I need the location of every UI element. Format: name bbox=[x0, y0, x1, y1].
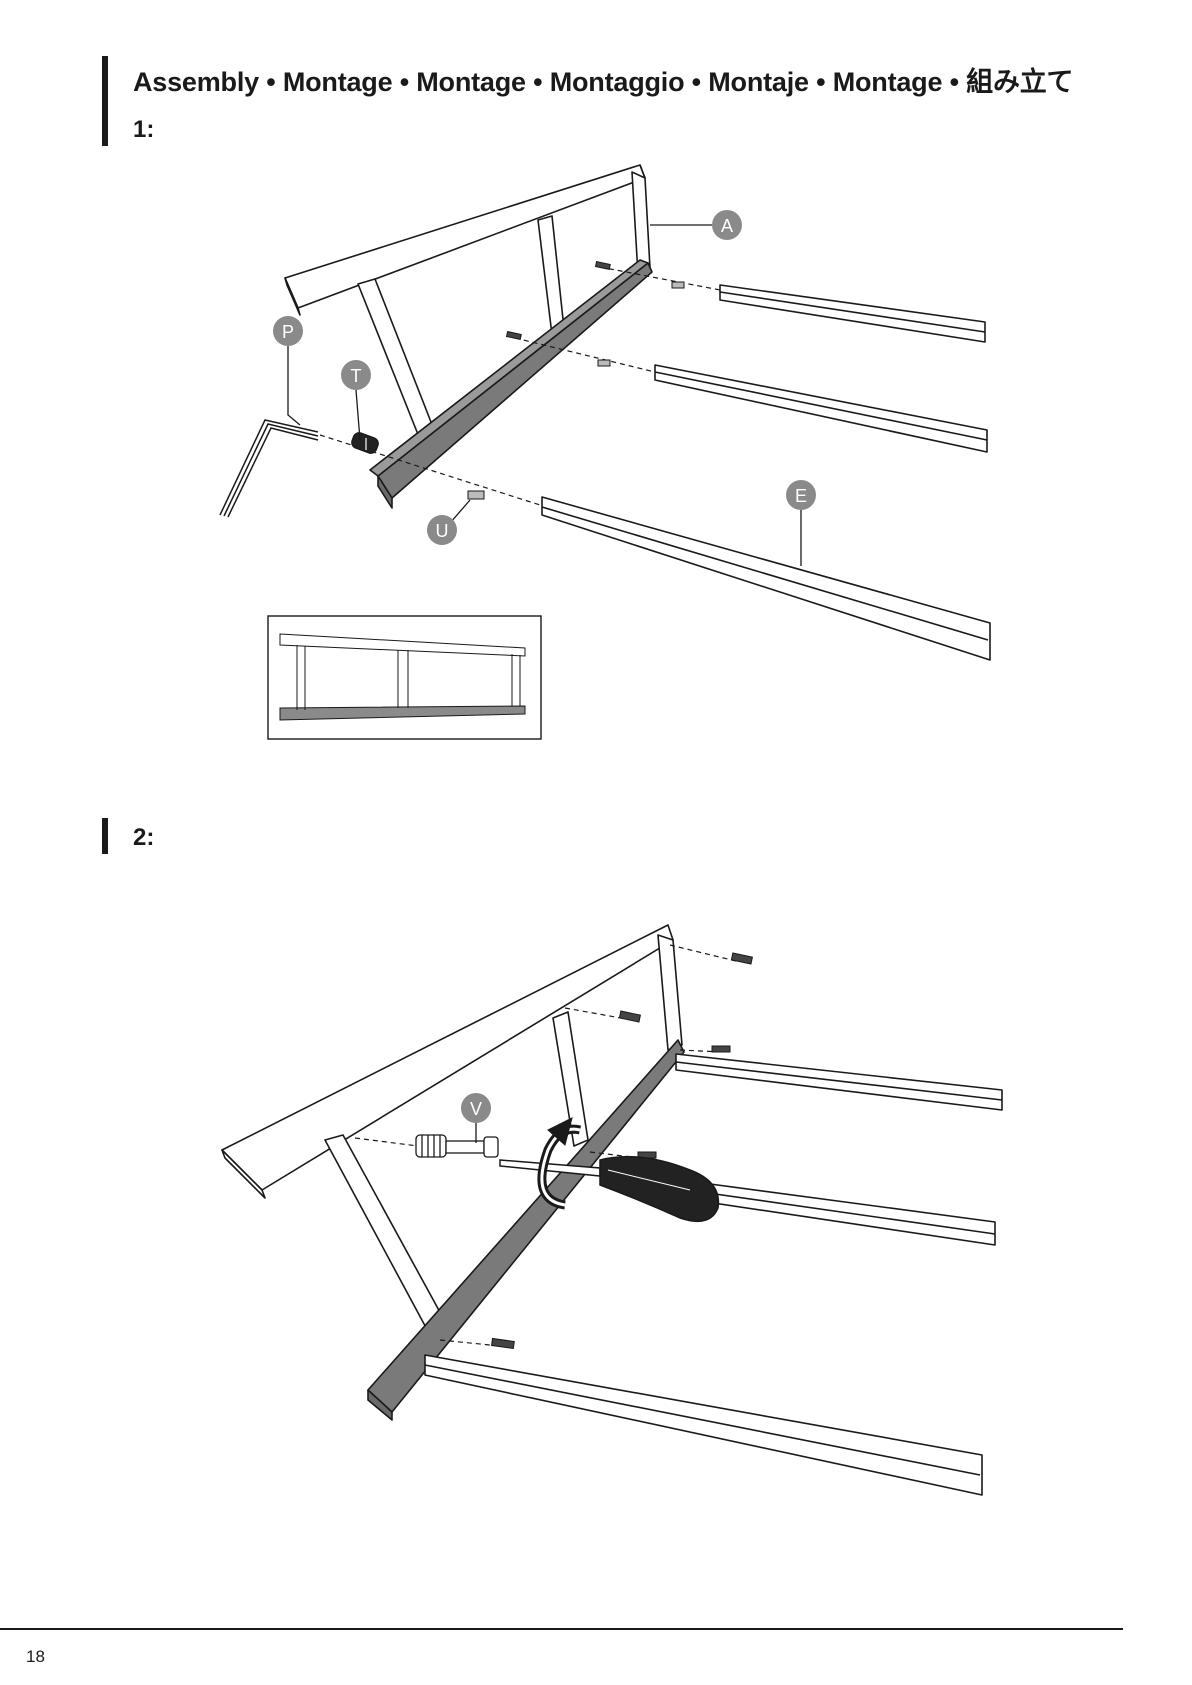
callout-u: U bbox=[436, 521, 449, 541]
frame-bottom-rail bbox=[378, 263, 652, 498]
step-2-accent-bar bbox=[102, 818, 108, 854]
barrel-nut-u bbox=[468, 491, 484, 499]
step-1-label: 1: bbox=[133, 116, 154, 144]
callout-p: P bbox=[282, 322, 294, 342]
allen-key-p bbox=[220, 420, 318, 517]
page-number: 18 bbox=[26, 1647, 45, 1667]
page-title: Assembly • Montage • Montage • Montaggio… bbox=[133, 60, 1073, 99]
frame-top-rail bbox=[285, 165, 645, 308]
bolt-t bbox=[350, 431, 380, 455]
callout-t: T bbox=[351, 366, 362, 386]
stretcher-middle bbox=[655, 365, 987, 452]
step-1-inset bbox=[268, 616, 541, 739]
header-accent-bar bbox=[102, 56, 108, 146]
stretcher-front bbox=[542, 497, 990, 660]
callout-e: E bbox=[795, 486, 807, 506]
callout-v: V bbox=[470, 1099, 482, 1119]
bolt-v bbox=[416, 1135, 498, 1157]
footer-divider bbox=[0, 1628, 1123, 1630]
step-1-illustration: A P T U E bbox=[0, 150, 1192, 750]
step-2-label: 2: bbox=[133, 824, 154, 852]
callout-a: A bbox=[721, 216, 733, 236]
step-2-illustration: V bbox=[0, 900, 1192, 1520]
stretcher-back bbox=[720, 285, 985, 342]
